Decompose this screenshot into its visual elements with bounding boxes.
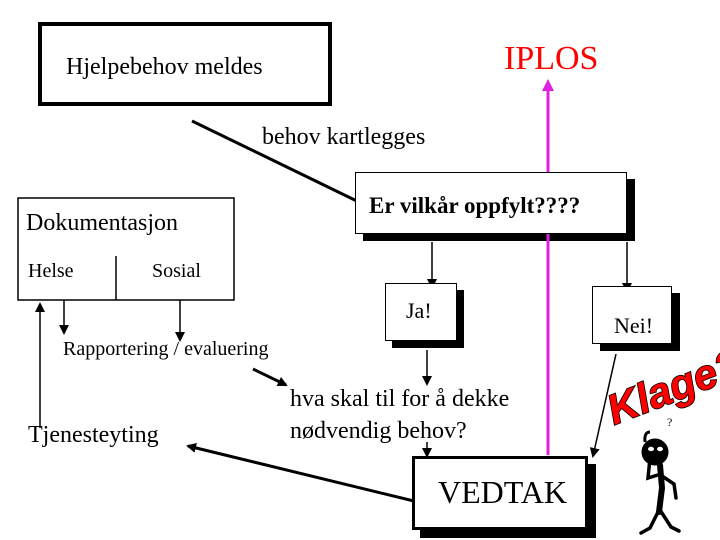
klage-label: Klage?: [600, 339, 720, 433]
dokumentasjon-title: Dokumentasjon: [26, 210, 178, 236]
ja-box: [385, 283, 457, 341]
tjenesteyting-label: Tjenesteyting: [28, 422, 159, 448]
arrow-nei-to-vedtak: [589, 353, 617, 458]
svg-text:?: ?: [667, 415, 672, 429]
rapportering-label: Rapportering / evaluering: [63, 338, 269, 360]
behov-question-line2: nødvendig behov?: [290, 418, 467, 444]
ja-label: Ja!: [406, 298, 432, 323]
nei-box: [592, 286, 672, 344]
vilkar-label: Er vilkår oppfylt????: [369, 193, 581, 218]
behov-question-line1: hva skal til for å dekke: [290, 386, 510, 412]
nei-label: Nei!: [614, 313, 654, 338]
arrow-rapport-to-behov: [252, 367, 288, 387]
thinking-figure-icon: ?: [639, 415, 681, 535]
dokumentasjon-frame: [17, 197, 235, 301]
helse-label: Helse: [28, 260, 74, 282]
hjelpebehov-label: Hjelpebehov meldes: [66, 54, 263, 80]
hjelpebehov-box: [38, 22, 332, 106]
arrow-meldes-to-vilkar: [191, 119, 367, 207]
vedtak-label: VEDTAK: [438, 474, 567, 510]
vedtak-box: [412, 456, 588, 530]
iplos-label: IPLOS: [504, 40, 599, 77]
sosial-label: Sosial: [152, 260, 201, 282]
arrow-vedtak-to-tjeneste: [186, 443, 419, 504]
behov-kartlegges-label: behov kartlegges: [262, 124, 426, 150]
vilkar-box: [355, 172, 627, 234]
